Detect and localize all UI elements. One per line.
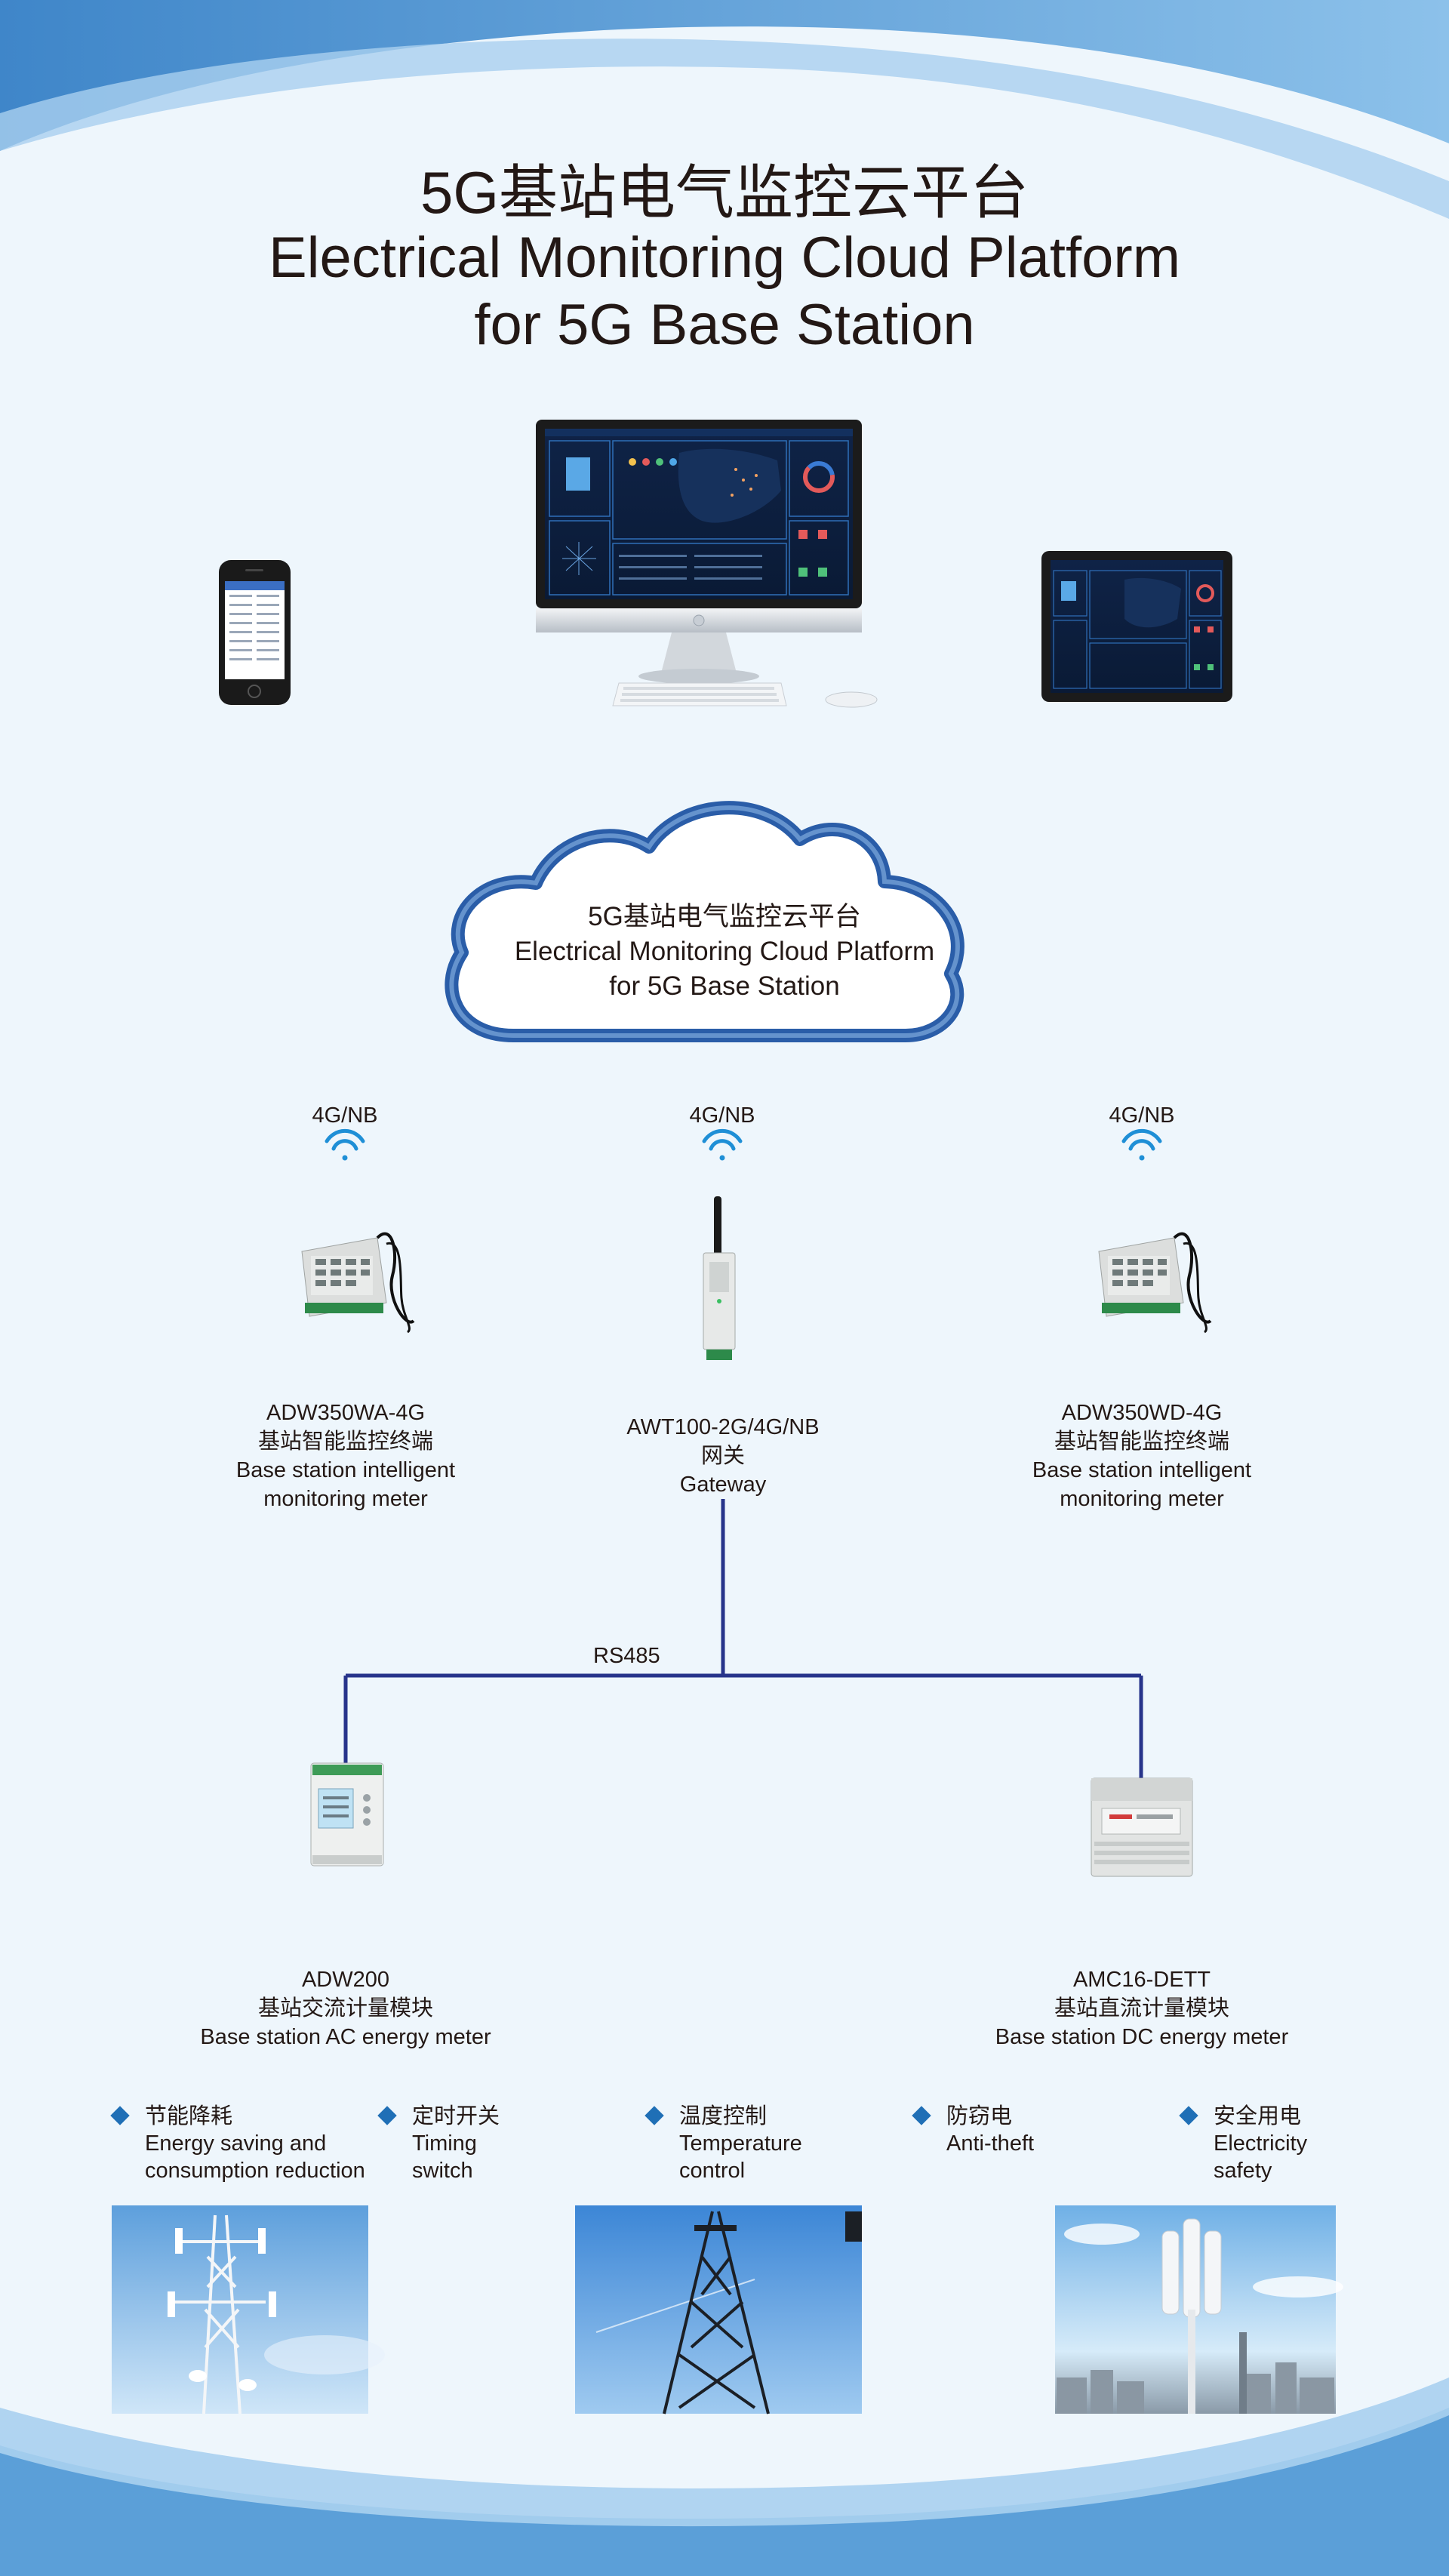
device-label-right: ADW350WD-4G 基站智能监控终端 Base station intell… <box>991 1399 1293 1513</box>
device-center-en: Gateway <box>679 1473 767 1497</box>
cloud-shape <box>445 801 964 1042</box>
device-left-en-line2: monitoring meter <box>263 1487 428 1511</box>
feature-en-line1: Timing <box>412 2131 477 2156</box>
network-label-left: 4G/NB <box>312 1103 378 1128</box>
tower-photo-3 <box>1055 2205 1343 2414</box>
feature-en-line2: control <box>679 2159 746 2183</box>
feature-en-line2: switch <box>412 2159 473 2183</box>
meter-label-dc: AMC16-DETT 基站直流计量模块 Base station DC ener… <box>953 1965 1331 2051</box>
cloud-text-english-line1: Electrical Monitoring Cloud Platform <box>514 937 935 966</box>
rs485-bus-lines <box>343 1499 1143 1780</box>
feature-item: 安全用电 Electricity safety <box>1179 2103 1308 2184</box>
tablet-device <box>1041 551 1232 702</box>
meter-label-ac: ADW200 基站交流计量模块 Base station AC energy m… <box>157 1965 534 2051</box>
feature-zh: 温度控制 <box>679 2104 768 2128</box>
feature-en-line2: consumption reduction <box>145 2159 365 2183</box>
tower-photo-2 <box>575 2205 862 2414</box>
meter-dc-zh: 基站直流计量模块 <box>1054 1996 1229 2020</box>
feature-zh: 节能降耗 <box>145 2104 233 2128</box>
cloud-text-english-line2: for 5G Base Station <box>609 971 840 1001</box>
title-english-line1: Electrical Monitoring Cloud Platform <box>268 226 1181 290</box>
feature-en-line2: safety <box>1214 2159 1272 2183</box>
title-chinese: 5G基站电气监控云平台 <box>420 159 1029 226</box>
ac-meter-device <box>310 1762 384 1867</box>
phone-device <box>219 560 291 705</box>
device-left-model: ADW350WA-4G <box>266 1401 426 1425</box>
meter-ac-en: Base station AC energy meter <box>200 2025 491 2049</box>
feature-zh: 防窃电 <box>946 2104 1013 2128</box>
feature-zh: 安全用电 <box>1214 2104 1302 2128</box>
terminal-device-left <box>301 1232 415 1334</box>
device-right-model: ADW350WD-4G <box>1061 1401 1223 1425</box>
meter-ac-zh: 基站交流计量模块 <box>257 1996 433 2020</box>
dc-meter-device <box>1091 1777 1193 1877</box>
feature-zh: 定时开关 <box>412 2104 500 2128</box>
wifi-icon-left <box>325 1128 365 1161</box>
device-right-en-line2: monitoring meter <box>1060 1487 1224 1511</box>
device-center-model: AWT100-2G/4G/NB <box>626 1415 820 1439</box>
device-left-en-line1: Base station intelligent <box>235 1458 456 1482</box>
network-label-right: 4G/NB <box>1109 1103 1175 1128</box>
meter-dc-model: AMC16-DETT <box>1072 1968 1211 1992</box>
wifi-icon-center <box>702 1128 743 1161</box>
feature-item: 温度控制 Temperature control <box>645 2103 802 2184</box>
device-right-en-line1: Base station intelligent <box>1032 1458 1252 1482</box>
feature-item: 节能降耗 Energy saving and consumption reduc… <box>110 2103 365 2184</box>
desktop-monitor <box>536 420 878 708</box>
page-title: 5G基站电气监控云平台 Electrical Monitoring Cloud … <box>0 0 1449 362</box>
device-left-zh: 基站智能监控终端 <box>257 1430 433 1454</box>
feature-item: 防窃电 Anti-theft <box>912 2103 1035 2157</box>
title-english-line2: for 5G Base Station <box>474 293 975 357</box>
feature-item: 定时开关 Timing switch <box>377 2103 500 2184</box>
device-label-left: ADW350WA-4G 基站智能监控终端 Base station intell… <box>195 1399 497 1513</box>
rs485-label: RS485 <box>593 1644 660 1668</box>
feature-en-line1: Energy saving and <box>145 2131 327 2156</box>
meter-dc-en: Base station DC energy meter <box>995 2025 1289 2049</box>
meter-ac-model: ADW200 <box>301 1968 390 1992</box>
feature-en-line1: Temperature <box>679 2131 802 2156</box>
terminal-device-right <box>1098 1232 1212 1334</box>
network-label-center: 4G/NB <box>689 1103 755 1128</box>
device-center-zh: 网关 <box>700 1444 745 1468</box>
device-right-zh: 基站智能监控终端 <box>1054 1430 1229 1454</box>
feature-en-line1: Electricity <box>1214 2131 1308 2156</box>
tower-photo-1 <box>112 2205 385 2414</box>
cloud-text-chinese: 5G基站电气监控云平台 <box>588 902 861 931</box>
device-label-center: AWT100-2G/4G/NB 网关 Gateway <box>572 1413 874 1499</box>
gateway-device <box>703 1196 736 1360</box>
wifi-icon-right <box>1121 1128 1162 1161</box>
feature-en-line1: Anti-theft <box>946 2131 1035 2156</box>
